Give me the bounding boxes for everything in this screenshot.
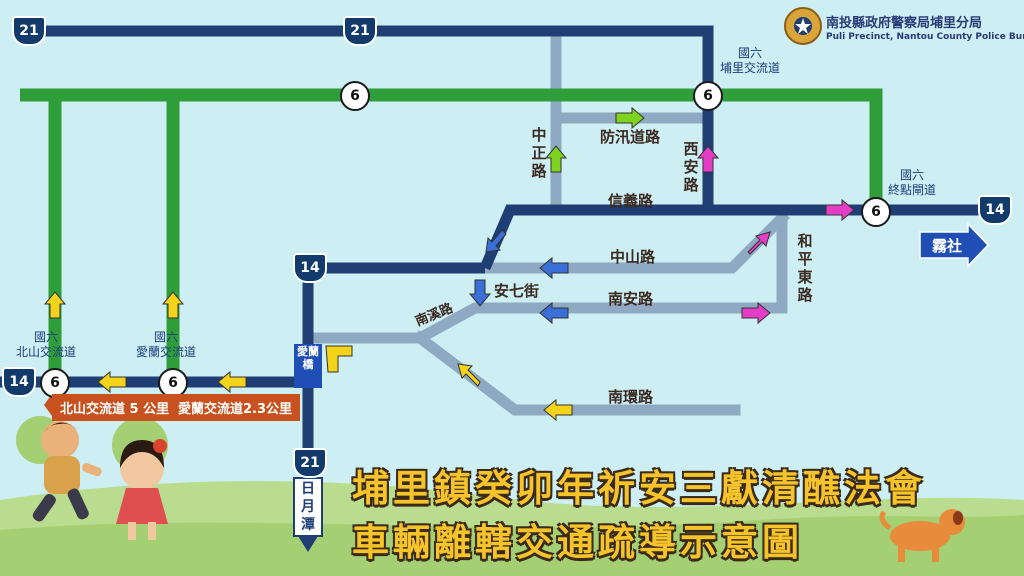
road-heping-east xyxy=(302,212,788,344)
highway-14-shield: 14 xyxy=(293,253,327,283)
arrow-magenta-diag xyxy=(747,231,771,255)
highway-21-shield: 21 xyxy=(293,448,327,478)
arrow-yellow-left-3 xyxy=(97,370,127,394)
arrow-blue-left-2 xyxy=(539,301,569,325)
agency-name: 南投縣政府警察局埔里分局 xyxy=(826,16,983,31)
ailan-interchange-text: 國六 愛蘭交流道 xyxy=(136,330,197,359)
road-label-zhongzheng: 中正路 xyxy=(531,126,547,180)
freeway-6-marker: 6 xyxy=(861,197,891,227)
boy-figure xyxy=(32,421,102,522)
beishan-sign-pointer xyxy=(44,394,52,416)
wushe-sign-text: 霧社 xyxy=(932,237,963,255)
arrow-lime-right xyxy=(615,106,645,130)
beishan-distance-sign: 北山交流道 5 公里 xyxy=(52,394,178,421)
highway-14-shield: 14 xyxy=(2,367,36,397)
puli-interchange-text: 國六 埔里交流道 xyxy=(720,46,781,75)
dog-figure xyxy=(879,509,965,562)
freeway-6-marker: 6 xyxy=(693,81,723,111)
road-nanhuan xyxy=(412,330,741,416)
highway-21-shield: 21 xyxy=(343,16,377,46)
sun-moon-lake-label: 日月潭 xyxy=(301,481,315,533)
freeway-6-marker: 6 xyxy=(40,368,70,398)
beishan-interchange-label: 國六 北山交流道 xyxy=(16,330,76,360)
title-line-1: 埔里鎮癸卯年祈安三獻清醮法會 xyxy=(352,467,926,510)
flow-arrows xyxy=(43,106,855,422)
road-label-nanan: 南安路 xyxy=(608,290,654,308)
arrow-yellow-up-2 xyxy=(161,291,185,319)
ailan-distance-sign: 愛蘭交流道2.3公里 xyxy=(170,394,301,421)
road-label-xinyi: 信義路 xyxy=(608,192,654,210)
freeway-6-marker: 6 xyxy=(340,81,370,111)
road-label-nanhuan: 南環路 xyxy=(608,388,654,406)
arrow-magenta-up xyxy=(696,145,720,173)
arrow-yellow-diag xyxy=(457,363,481,387)
police-badge xyxy=(784,7,822,45)
girl-figure xyxy=(116,439,168,540)
freeway-6-mainline xyxy=(20,88,883,210)
ailan-bridge-label: 愛蘭橋 xyxy=(297,345,319,371)
arrow-yellow-corner xyxy=(325,345,353,373)
sun-moon-lake-box xyxy=(293,477,323,537)
ground-lower xyxy=(0,515,1024,576)
road-label-xian: 西安路 xyxy=(683,140,699,194)
title-line-2: 車輛離轄交通疏導示意圖 xyxy=(352,521,803,564)
road-label-zhongshan: 中山路 xyxy=(610,248,656,266)
arrow-magenta-right-1 xyxy=(825,198,855,222)
terminal-interchange-label: 國六 終點閘道 xyxy=(888,168,936,198)
highway-14-shield: 14 xyxy=(978,195,1012,225)
ailan-bridge-box xyxy=(294,344,322,388)
terminal-interchange-text: 國六 終點閘道 xyxy=(888,168,937,197)
wushe-arrow-sign xyxy=(919,222,990,268)
road-label-fangxun: 防汛道路 xyxy=(600,128,661,146)
beishan-interchange-text: 國六 北山交流道 xyxy=(16,330,77,359)
freeway-6 xyxy=(20,88,883,382)
road-label-heping-east: 和平東路 xyxy=(797,232,813,304)
agency-name-en: Puli Precinct, Nantou County Police Bure… xyxy=(826,32,1024,42)
arrow-blue-down xyxy=(468,279,492,307)
ailan-interchange-label: 國六 愛蘭交流道 xyxy=(136,330,196,360)
road-label-anqi: 安七街 xyxy=(494,282,540,300)
arrow-blue-diag xyxy=(485,229,507,253)
arrow-blue-left-1 xyxy=(539,256,569,280)
south-arrowhead xyxy=(298,536,318,552)
arrow-magenta-right-2 xyxy=(741,301,771,325)
arrow-yellow-left-1 xyxy=(543,398,573,422)
highway-21-shield: 21 xyxy=(12,16,46,46)
puli-interchange-label: 國六 埔里交流道 xyxy=(720,46,780,76)
freeway-6-marker: 6 xyxy=(158,368,188,398)
arrow-yellow-left-2 xyxy=(217,370,247,394)
arrow-lime-up xyxy=(544,145,568,173)
arrow-yellow-up-1 xyxy=(43,291,67,319)
